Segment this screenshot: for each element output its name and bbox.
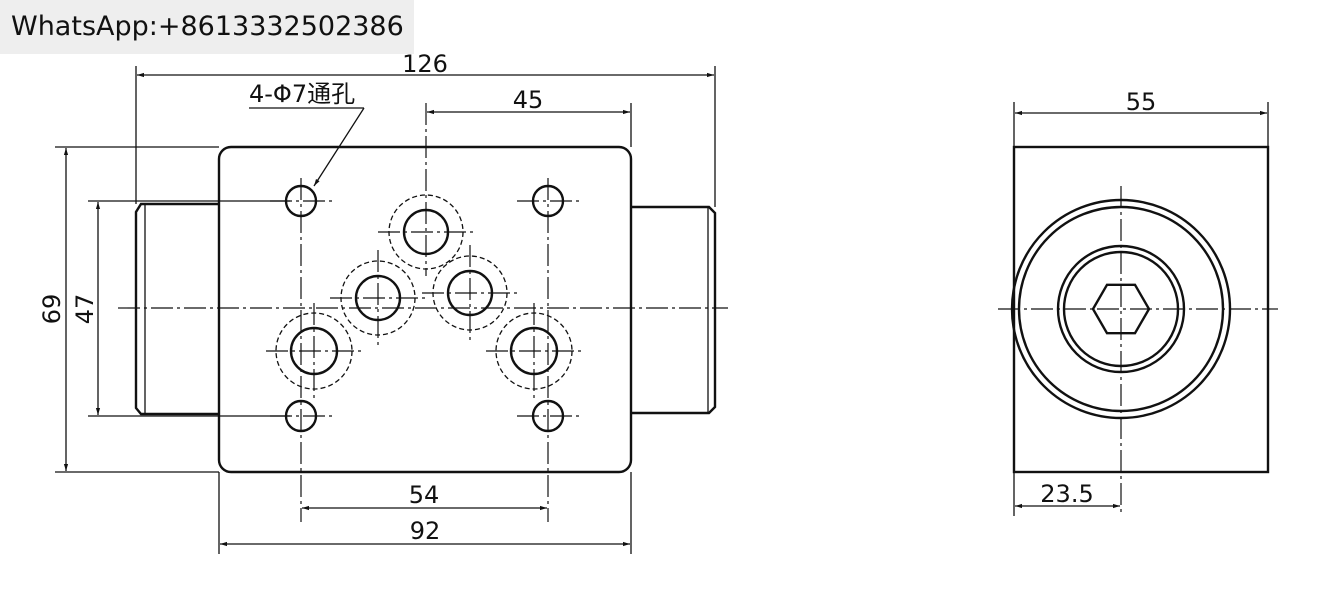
right-boss-outline xyxy=(631,205,717,415)
dim-port-offset: 45 xyxy=(425,86,632,276)
watermark-contact: WhatsApp:+8613332502386 xyxy=(0,0,414,54)
left-boss-outline xyxy=(134,202,219,416)
dim-overall-length: 126 xyxy=(135,50,716,207)
dim-label-69: 69 xyxy=(38,294,66,325)
dim-body-width: 92 xyxy=(218,472,632,554)
front-view: 126 45 4-Φ7通孔 69 47 xyxy=(38,50,728,554)
dim-label-45: 45 xyxy=(513,86,544,114)
dim-label-54: 54 xyxy=(409,481,440,509)
dim-label-55: 55 xyxy=(1126,88,1157,116)
dim-label-23-5: 23.5 xyxy=(1040,480,1093,508)
hole-callout: 4-Φ7通孔 xyxy=(249,80,365,187)
dim-label-47: 47 xyxy=(71,294,99,325)
dim-label-92: 92 xyxy=(410,517,441,545)
dim-height: 69 xyxy=(38,146,219,473)
dim-side-center-offset: 23.5 xyxy=(1013,472,1120,516)
oil-ports xyxy=(266,194,582,399)
valve-body-outline xyxy=(217,145,633,474)
dim-hole-spacing-horizontal: 54 xyxy=(302,481,547,511)
dim-label-126: 126 xyxy=(402,50,448,78)
dim-hole-spacing-vertical: 47 xyxy=(71,200,290,417)
mounting-holes xyxy=(270,178,579,522)
hole-callout-label: 4-Φ7通孔 xyxy=(249,80,355,108)
side-view: 55 23.5 xyxy=(998,88,1278,516)
dim-side-width: 55 xyxy=(1013,88,1269,147)
